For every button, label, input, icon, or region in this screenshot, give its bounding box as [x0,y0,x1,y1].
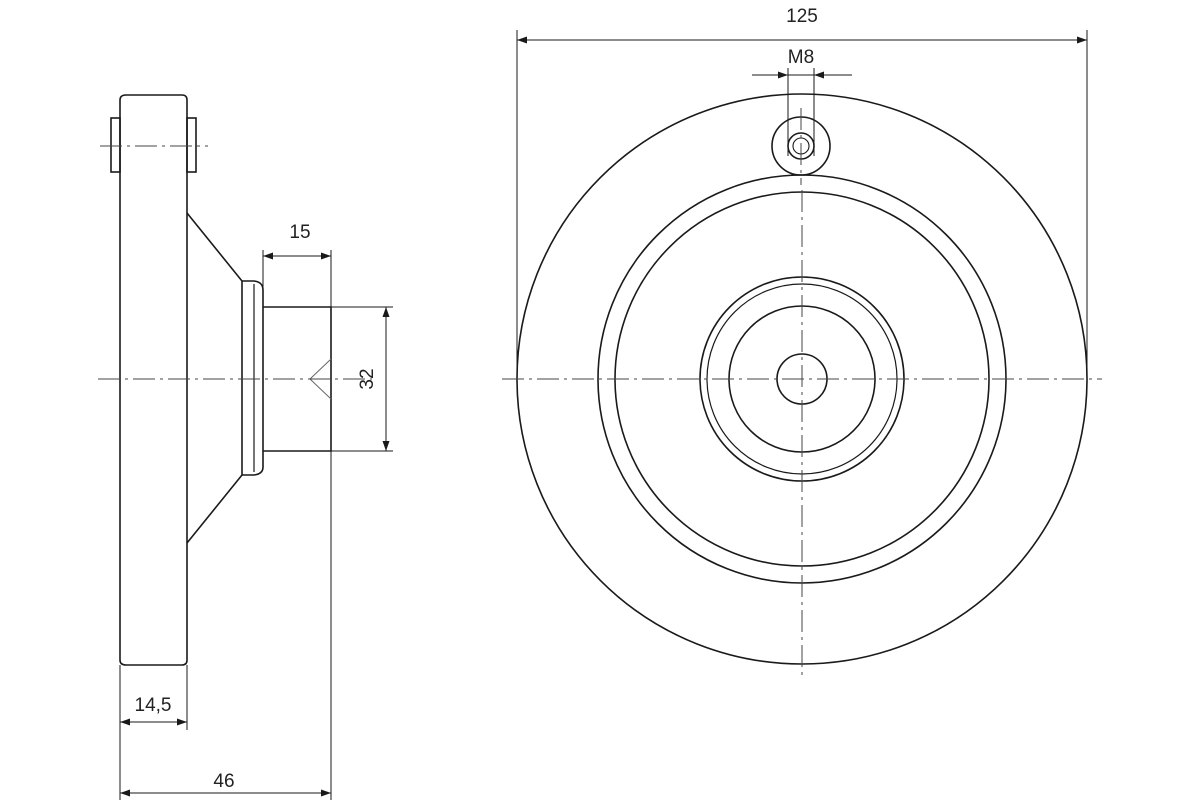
dim-15-label: 15 [289,222,310,243]
dimensions [119,30,1088,800]
flange-body [119,94,188,666]
dim-46-label: 46 [213,771,234,792]
dim-145-label: 14,5 [135,695,172,716]
pin-stub-right [186,117,197,173]
pin-stub-left [110,117,121,173]
dim-32-label: 32 [357,368,378,389]
hub [263,306,332,452]
side-view [110,94,332,666]
side-centerlines [98,145,372,380]
dim-m8-label: M8 [788,47,814,68]
shoulder-step [242,280,264,476]
cone-section [186,212,243,544]
front-centerlines [502,108,1102,680]
dim-125-label: 125 [786,6,818,27]
